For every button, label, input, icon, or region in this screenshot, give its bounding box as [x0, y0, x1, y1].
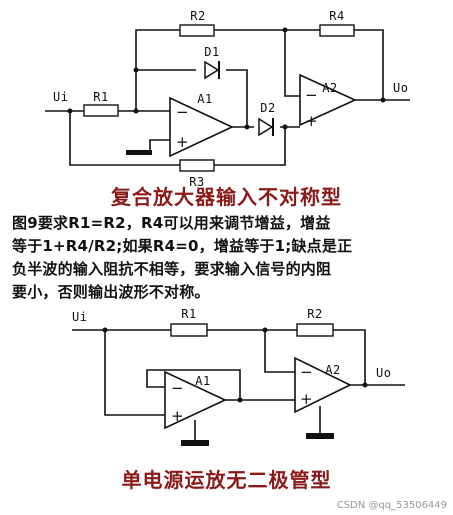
c1-junction-r2r4 [282, 27, 288, 33]
c1-junction-out [380, 97, 386, 103]
caption-figure-2: 单电源运放无二极管型 [121, 468, 332, 492]
description-line: 图9要求R1=R2，R4可以用来调节增益，增益 [12, 214, 331, 232]
c2-a1-plus: + [171, 407, 184, 425]
c1-opamp-a2 [299, 73, 357, 127]
c1-diode-d2 [254, 117, 280, 137]
c1-r4-label: R4 [329, 9, 344, 23]
c2-r1-loop-wire [104, 330, 165, 416]
c1-a2-plus: + [305, 112, 318, 130]
c1-resistor-r4 [319, 24, 355, 37]
c2-a2-plus: + [300, 390, 313, 408]
c2-ground-a1-symbol [181, 440, 209, 446]
c1-junction-a1out [244, 124, 250, 130]
c1-resistor-r2 [179, 24, 215, 37]
c1-ground-symbol [126, 150, 152, 155]
description-line: 负半波的输入阻抗不相等，要求输入信号的内阻 [12, 260, 332, 278]
c2-output-label: Uo [376, 366, 391, 380]
c2-resistor-r1 [170, 323, 208, 337]
c1-resistor-r3 [179, 159, 215, 172]
c1-d1-branch-wire [136, 69, 248, 127]
circuit-1: Ui R1 R2 R4 R3 D1 D2 A1 A2 − + − + Uo [45, 9, 410, 189]
c1-a1-plus: + [176, 133, 189, 151]
c2-a2-inv-wire [264, 330, 295, 373]
c1-output-label: Uo [393, 81, 408, 95]
c1-a2-minus: − [305, 86, 318, 104]
c2-ground-a2-symbol [306, 433, 334, 439]
c1-r3-label: R3 [189, 175, 204, 189]
description-paragraph: 图9要求R1=R2，R4可以用来调节增益，增益 等于1+R4/R2;如果R4=0… [12, 212, 448, 304]
c1-diode-d1 [196, 60, 226, 80]
c2-opamp-a1 [164, 370, 227, 430]
c1-r1-label: R1 [93, 90, 108, 104]
c2-a1-label: A1 [195, 374, 210, 388]
watermark: CSDN @qq_53506449 [336, 500, 447, 511]
c1-r3-loop-wire [69, 111, 286, 166]
c1-d2-label: D2 [260, 101, 275, 115]
c2-a1-feedback-wire [146, 369, 241, 400]
c1-d1-label: D1 [204, 45, 219, 59]
description-line: 要小，否则输出波形不对称。 [12, 283, 210, 301]
c2-junction-a1out [237, 397, 243, 403]
c2-resistor-r2 [296, 323, 334, 337]
c2-r2-label: R2 [307, 307, 322, 321]
c2-r1-label: R1 [181, 307, 196, 321]
description-line: 等于1+R4/R2;如果R4=0，增益等于1;缺点是正 [12, 237, 353, 255]
c2-a2-label: A2 [325, 363, 340, 377]
c1-junction-input [67, 108, 73, 114]
c1-a2-label: A2 [322, 81, 337, 95]
caption-figure-1: 复合放大器输入不对称型 [111, 185, 342, 209]
c1-input-label: Ui [53, 90, 68, 104]
c2-junction-inv [262, 327, 268, 333]
c2-junction-input [102, 327, 108, 333]
c1-resistor-r1 [83, 104, 119, 117]
c2-a1-minus: − [171, 379, 184, 397]
c1-opamp-a1 [169, 96, 234, 158]
c1-r2-label: R2 [190, 9, 205, 23]
c1-junction-inv [133, 108, 139, 114]
c1-a1-label: A1 [197, 92, 212, 106]
c2-a2-minus: − [300, 363, 313, 381]
c2-junction-out [362, 382, 368, 388]
circuit-2: Ui R1 R2 A1 A2 − + − + Uo [72, 307, 405, 446]
c1-junction-a2plus [282, 124, 288, 130]
c1-a1-minus: − [176, 103, 189, 121]
c1-junction-d1 [133, 67, 139, 73]
c1-a1-plus-wire [149, 139, 170, 150]
c2-input-label: Ui [72, 310, 87, 324]
c2-opamp-a2 [294, 356, 352, 414]
c1-a2-inv-wire [284, 30, 300, 97]
